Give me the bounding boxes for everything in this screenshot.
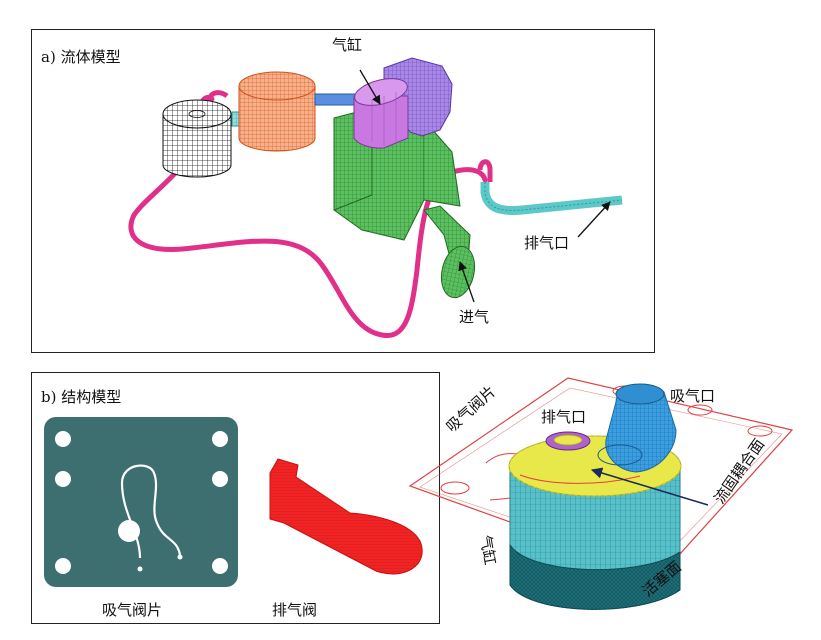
discharge-valve: [269, 458, 423, 575]
black-muffler-cylinder: [162, 99, 232, 178]
pipe-loop: [128, 95, 488, 338]
intake-arrow: [458, 261, 475, 303]
orange-muffler-cylinder: [238, 71, 316, 152]
label-coupled-suction-valve: 吸气阀片: [442, 382, 500, 436]
label-exhaust-port: 排气口: [524, 234, 570, 252]
pipe-top-hook: [207, 90, 229, 103]
panel-fluid-model: a) 流体模型: [31, 29, 655, 353]
coupled-suction-port: [597, 383, 677, 473]
label-piston-surface: 活塞面: [638, 557, 685, 601]
panel-structure-model: b) 结构模型 吸气阀片 排气阀: [31, 372, 440, 624]
label-cylinder: 气缸: [332, 36, 363, 54]
suction-tube: [314, 93, 356, 106]
exhaust-pipe-top: [477, 159, 493, 182]
label-coupled-exhaust-port: 排气口: [541, 408, 587, 426]
label-suction-port: 吸气口: [670, 387, 716, 405]
suction-valve-plate: [44, 417, 238, 587]
cylinder-arrow: [359, 69, 381, 105]
violet-cylinder: [353, 78, 409, 149]
coupled-exhaust-port: [545, 431, 591, 451]
panel-a-title: a) 流体模型: [41, 48, 121, 66]
label-discharge-valve: 排气阀: [272, 601, 318, 619]
fsi-arrow: [590, 467, 709, 506]
exhaust-port-arrow: [577, 201, 611, 238]
label-intake: 进气: [459, 308, 490, 326]
structure-model-drawing: [44, 417, 423, 587]
panel-b-title: b) 结构模型: [41, 388, 122, 406]
fluid-model-drawing: [128, 57, 623, 338]
exhaust-pipe: [480, 182, 623, 215]
label-fsi-surface: 流固耦合面: [710, 435, 769, 508]
label-coupled-cylinder: 气缸: [476, 533, 500, 567]
label-suction-valve: 吸气阀片: [102, 601, 163, 619]
